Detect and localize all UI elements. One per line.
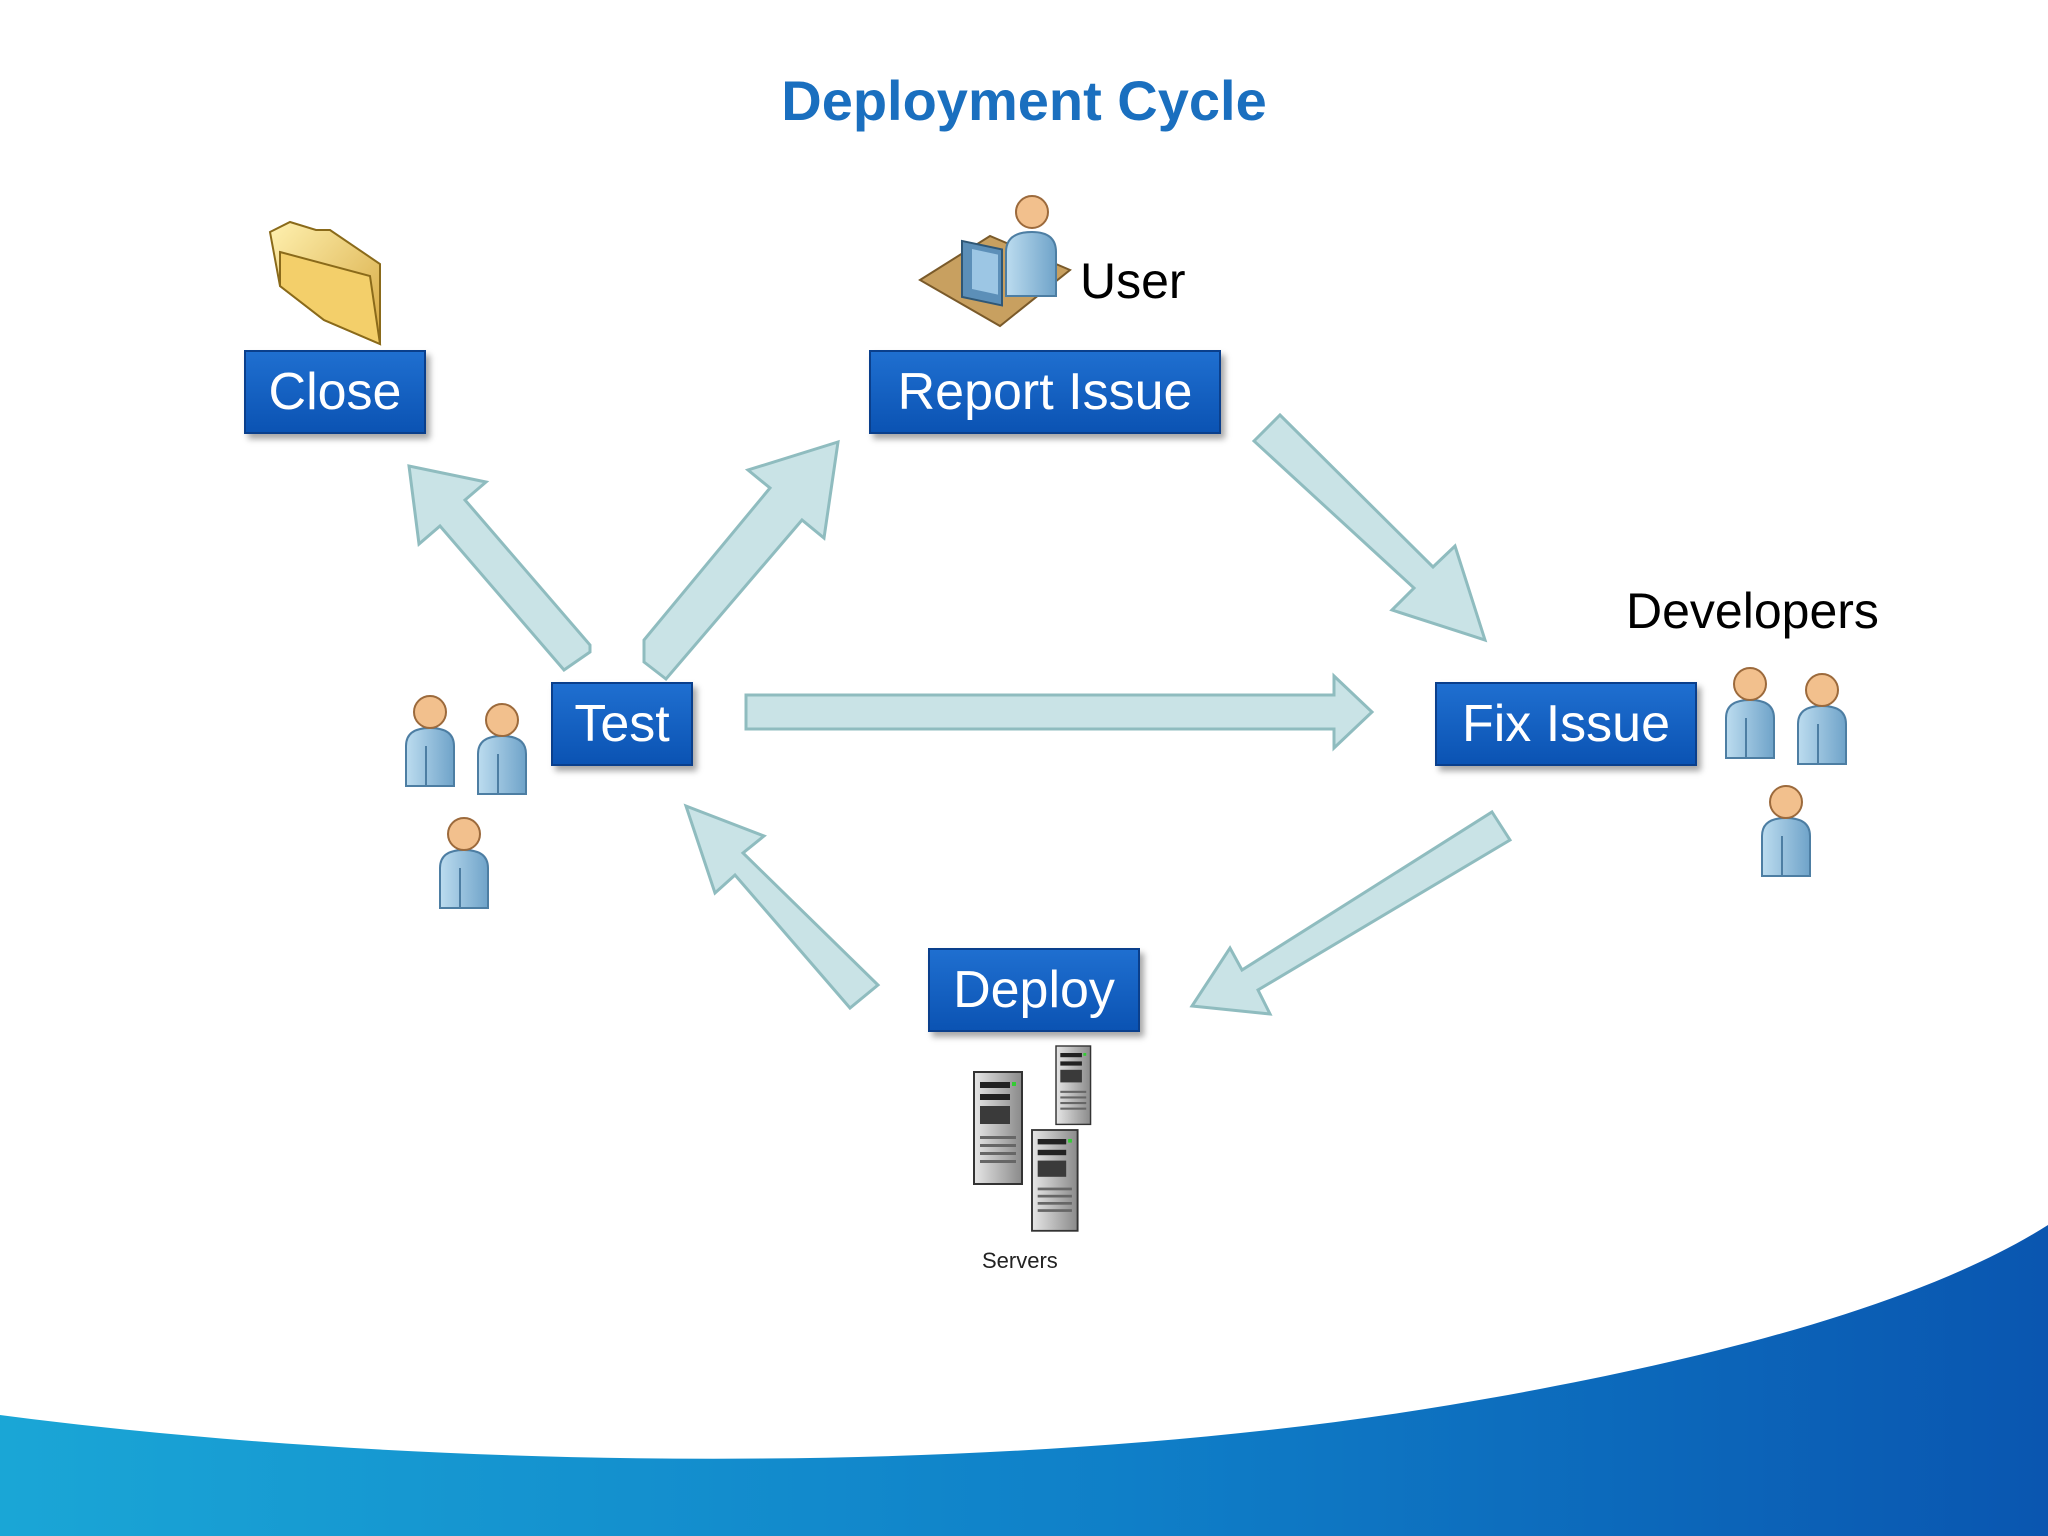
person-icon [1797,673,1847,765]
stage-deploy-label: Deploy [953,961,1115,1019]
stage-report-issue-label: Report Issue [897,363,1193,421]
stage-report-issue: Report Issue [869,350,1221,434]
server-icon [1031,1129,1079,1232]
person-icon [439,817,489,909]
arrow-test-to-close [407,464,592,673]
stage-test: Test [551,682,693,766]
stage-test-label: Test [574,695,670,753]
servers-caption: Servers [982,1248,1058,1273]
arrow-fix-to-deploy [1189,809,1513,1016]
person-icon [1725,667,1775,759]
person-icon [1761,785,1811,877]
arrow-test-to-report-issue [642,439,840,682]
stage-fix-issue: Fix Issue [1435,682,1697,766]
server-icon [1055,1045,1092,1126]
user-caption: User [1080,253,1186,309]
developers-caption: Developers [1626,583,1879,639]
person-icon [477,703,527,795]
stage-close-label: Close [268,363,402,421]
arrow-deploy-to-test [683,803,881,1011]
person-icon [405,695,455,787]
stage-deploy: Deploy [928,948,1140,1032]
page-title: Deployment Cycle [781,69,1267,132]
arrow-report-to-fix-issue [1251,412,1488,643]
stage-close: Close [244,350,426,434]
arrow-test-to-fix-issue [744,672,1375,752]
server-icon [973,1071,1023,1185]
stage-fix-issue-label: Fix Issue [1461,695,1671,753]
folder-icon [268,220,382,346]
user-at-desk-icon [918,195,1072,328]
